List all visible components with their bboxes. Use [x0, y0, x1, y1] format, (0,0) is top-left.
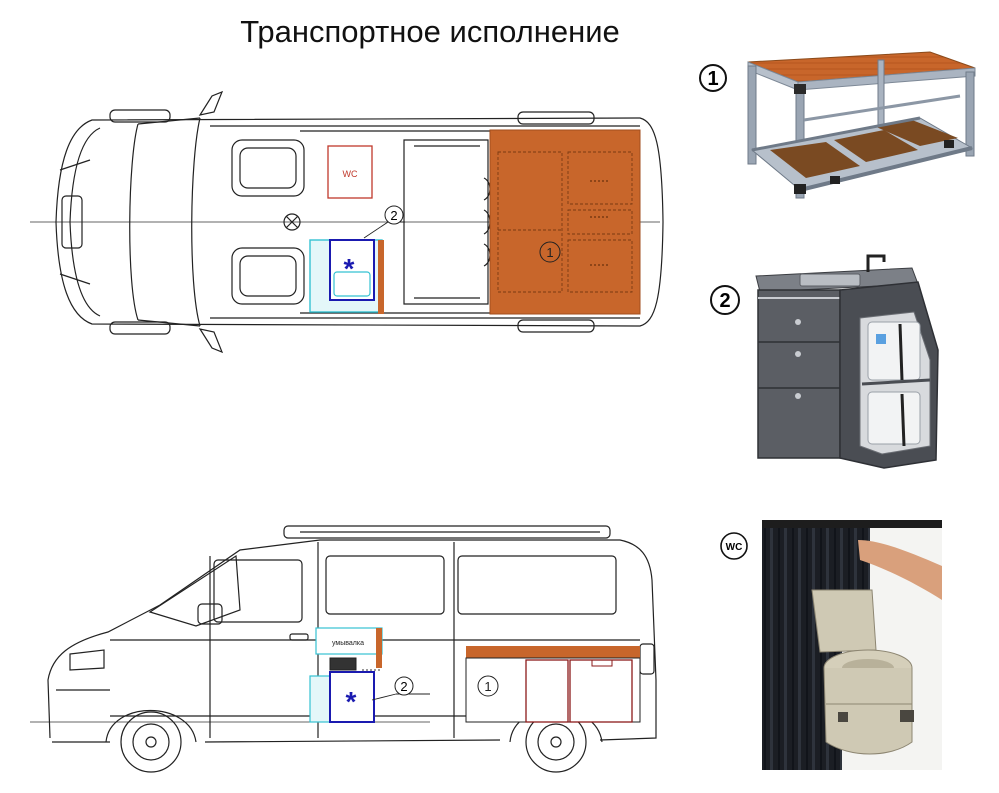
- kitchen-cabinet-photo: [755, 254, 939, 469]
- snowflake-icon: *: [344, 253, 355, 284]
- badge-2: 2: [710, 285, 740, 315]
- badge-wc: WC: [720, 532, 748, 560]
- wc-zone-top: WC: [327, 145, 373, 199]
- van-side-view: [30, 525, 657, 773]
- platform-frame-photo: [747, 51, 976, 199]
- wc-label-top: WC: [343, 169, 358, 179]
- svg-text:2: 2: [719, 290, 730, 312]
- platform-1-top: 1: [489, 129, 641, 315]
- platform-1-side: 1: [465, 646, 641, 723]
- svg-text:WC: WC: [726, 542, 743, 553]
- sink-tag: умывалка: [332, 640, 364, 647]
- cabinet-2-side: умывалка *: [309, 627, 430, 723]
- svg-text:1: 1: [707, 68, 718, 90]
- badge-1: 1: [699, 64, 727, 92]
- cabinet-2-top: *: [309, 221, 405, 314]
- callout-1-side: 1: [484, 679, 491, 694]
- toilet-curtain-photo: [762, 520, 942, 770]
- callout-1-top: 1: [546, 245, 553, 260]
- page-title: Транспортное исполнение: [240, 14, 620, 49]
- callout-2-top: 2: [384, 205, 404, 225]
- svg-text:2: 2: [400, 679, 407, 694]
- snowflake-icon: *: [346, 686, 357, 717]
- svg-text:2: 2: [390, 208, 397, 223]
- callout-2-side: 2: [394, 676, 414, 696]
